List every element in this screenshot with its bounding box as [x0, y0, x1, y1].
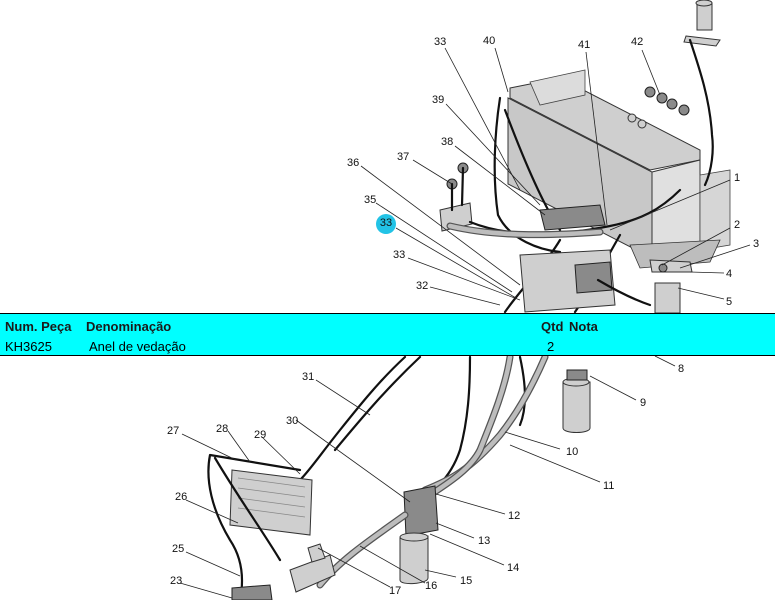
callout-34: 35 — [364, 194, 376, 206]
callout-5: 5 — [726, 296, 732, 308]
callout-23: 23 — [170, 575, 182, 587]
callout-11: 11 — [603, 480, 614, 492]
callout-32: 33 — [393, 249, 405, 261]
callout-24: 25 — [172, 543, 184, 555]
header-name: Denominação — [86, 319, 172, 334]
callout-40: 40 — [483, 35, 495, 47]
callout-2: 2 — [734, 219, 740, 231]
callout-3: 3 — [753, 238, 759, 250]
mount-post — [696, 2, 713, 31]
fitting-23 — [231, 543, 336, 600]
filter-15 — [316, 485, 439, 589]
callout-16: 16 — [425, 580, 437, 592]
part-name-value: Anel de vedação — [89, 339, 186, 354]
callout-33[interactable]: 33 — [379, 217, 393, 229]
callout-41: 41 — [578, 39, 590, 51]
callout-4: 4 — [726, 268, 732, 280]
part-info-bar: Num. Peça Denominação Qtd Nota KH3625 An… — [0, 313, 775, 356]
header-note: Nota — [569, 319, 598, 334]
cooler-unit — [207, 453, 313, 600]
callout-9: 9 — [640, 397, 646, 409]
switch-box — [439, 162, 473, 232]
header-part-number: Num. Peça — [5, 319, 72, 334]
callout-25: 26 — [175, 491, 187, 503]
callout-14: 14 — [507, 562, 519, 574]
callout-28: 29 — [254, 429, 266, 441]
header-qty: Qtd — [541, 319, 564, 334]
callout-13: 13 — [478, 535, 490, 547]
callout-8: 8 — [678, 363, 684, 375]
callout-12: 12 — [508, 510, 520, 522]
callout-42: 42 — [631, 36, 643, 48]
highlighted-callout-marker[interactable]: 33 — [376, 214, 396, 234]
leader-lines — [179, 47, 751, 599]
callout-10: 10 — [566, 446, 578, 458]
callout-31: 32 — [416, 280, 428, 292]
clamp-bracket — [649, 259, 693, 314]
callout-1: 1 — [734, 172, 740, 184]
callout-37: 38 — [441, 136, 453, 148]
callout-17: 17 — [389, 585, 401, 597]
qty-value: 2 — [547, 339, 555, 354]
callout-30: 31 — [302, 371, 314, 383]
callout-27: 28 — [216, 423, 228, 435]
callout-labels: 33 40 41 42 39 38 37 36 35 33 32 1 2 3 4… — [167, 35, 759, 597]
callout-29: 30 — [286, 415, 298, 427]
callout-35: 36 — [347, 157, 359, 169]
filter-9 — [562, 369, 591, 433]
callout-39: 33 — [434, 36, 446, 48]
callout-15: 15 — [460, 575, 472, 587]
part-number-value: KH3625 — [5, 339, 52, 354]
callout-36: 37 — [397, 151, 409, 163]
callout-26: 27 — [167, 425, 179, 437]
connector-set — [627, 38, 714, 187]
callout-38: 39 — [432, 94, 444, 106]
